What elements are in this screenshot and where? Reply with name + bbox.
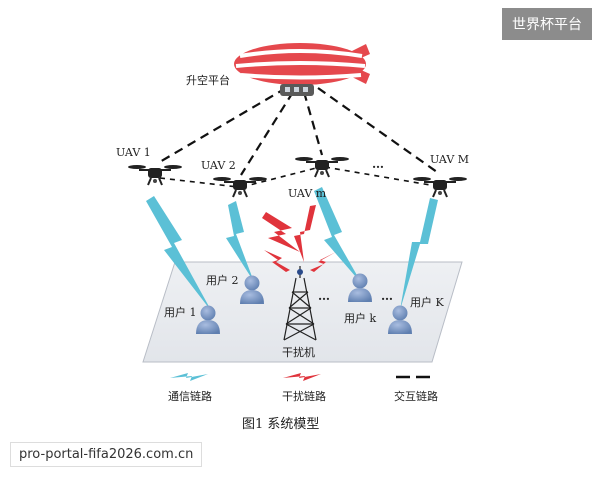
uav-M-label: UAV M	[430, 153, 469, 166]
jam-link-1	[262, 212, 300, 252]
hap-label: 升空平台	[186, 73, 230, 87]
uav-2-label: UAV 2	[201, 159, 236, 172]
uav-uav-links	[159, 166, 437, 188]
legend-cross-label: 交互链路	[394, 389, 438, 403]
user-ellipsis-2: …	[381, 289, 393, 303]
hap-link-uavm	[302, 91, 324, 156]
user-2-label: 用户 2	[206, 273, 239, 287]
comm-link-uav1	[146, 196, 212, 312]
uav-1-icon	[127, 164, 183, 186]
user-ellipsis-1: …	[318, 289, 330, 303]
comm-link-uavM	[400, 198, 438, 310]
jammer-label: 干扰机	[282, 345, 315, 359]
uav-2-icon	[212, 176, 268, 198]
communication-links	[146, 187, 438, 312]
legend-jam-swatch	[283, 373, 321, 381]
uav-link-m-M	[324, 166, 437, 187]
uav-ellipsis: …	[372, 157, 384, 171]
uav-link-1-2	[159, 177, 239, 188]
comm-link-uav2	[226, 201, 254, 282]
user-k-label: 用户 k	[344, 311, 376, 325]
jam-link-2	[294, 205, 316, 262]
hap-uav-links	[157, 87, 438, 176]
uav-m-label: UAV m	[288, 187, 327, 200]
legend: 通信链路 干扰链路 交互链路	[168, 373, 438, 403]
uav-1-label: UAV 1	[116, 146, 151, 159]
hap-link-uav2	[240, 91, 294, 176]
legend-jam-label: 干扰链路	[282, 389, 326, 403]
jam-link-4	[310, 252, 336, 272]
user-K-label: 用户 K	[410, 295, 444, 309]
watermark-bottom: pro-portal-fifa2026.com.cn	[10, 442, 203, 467]
hap-blimp-icon	[234, 43, 370, 96]
legend-comm-label: 通信链路	[168, 389, 212, 403]
uav-link-2-m	[241, 166, 321, 188]
figure-caption: 图1 系统模型	[242, 417, 319, 432]
legend-comm-swatch	[170, 373, 208, 381]
user-1-label: 用户 1	[164, 305, 197, 319]
jam-link-3	[264, 250, 290, 272]
jamming-links	[262, 205, 336, 272]
uav-M-icon	[412, 176, 468, 198]
comm-link-uavm	[314, 187, 362, 284]
jammer-tower-icon	[283, 266, 317, 341]
uav-m-icon	[294, 156, 350, 178]
hap-link-uavM	[317, 87, 438, 173]
watermark-top: 世界杯平台	[502, 8, 592, 40]
ground-plane	[142, 261, 463, 363]
hap-link-uav1	[157, 87, 287, 164]
